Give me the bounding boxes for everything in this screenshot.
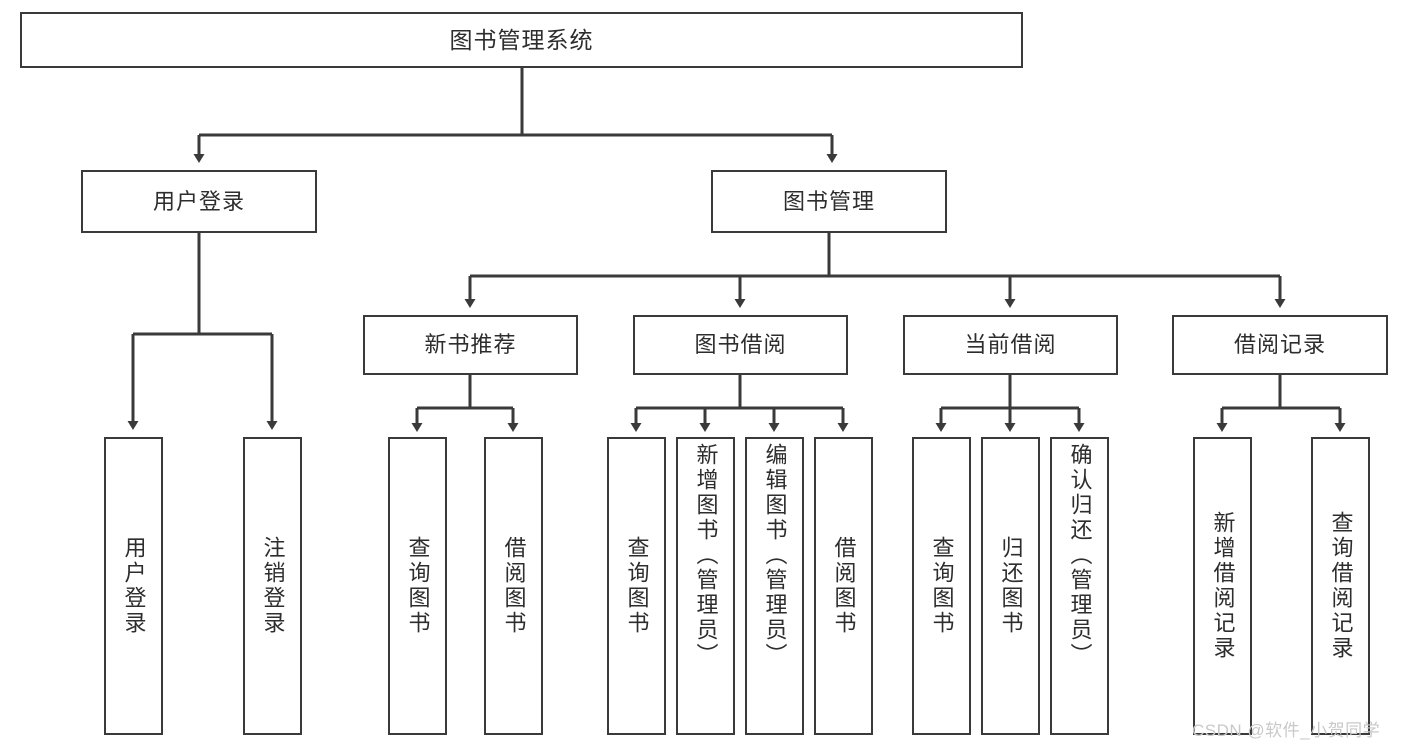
node-label: 注销登录 <box>260 536 286 636</box>
node-label: 编辑图书（管理员） <box>762 443 788 668</box>
leaf-query-book-borrow[interactable]: 查询图书 <box>607 437 666 735</box>
node-label: 新增图书（管理员） <box>693 443 719 668</box>
node-label: 确认归还（管理员） <box>1067 443 1093 668</box>
node-book-management[interactable]: 图书管理 <box>711 170 947 233</box>
leaf-user-login[interactable]: 用户登录 <box>104 437 163 735</box>
watermark: CSDN @软件_小贺同学 <box>1192 721 1381 740</box>
node-root-system[interactable]: 图书管理系统 <box>20 12 1023 68</box>
node-label: 借阅图书 <box>501 536 527 636</box>
leaf-query-book-current[interactable]: 查询图书 <box>912 437 971 735</box>
node-current-borrow[interactable]: 当前借阅 <box>903 315 1118 375</box>
node-label: 图书管理系统 <box>449 26 594 53</box>
leaf-add-book-admin[interactable]: 新增图书（管理员） <box>676 437 735 735</box>
leaf-borrow-book[interactable]: 借阅图书 <box>814 437 873 735</box>
node-borrow-record[interactable]: 借阅记录 <box>1172 315 1388 375</box>
node-user-login[interactable]: 用户登录 <box>81 170 317 233</box>
node-label: 查询图书 <box>405 536 431 636</box>
node-label: 借阅记录 <box>1233 332 1326 357</box>
node-label: 查询图书 <box>929 536 955 636</box>
node-label: 查询借阅记录 <box>1328 511 1354 661</box>
leaf-borrow-book-newbook[interactable]: 借阅图书 <box>484 437 543 735</box>
leaf-return-book[interactable]: 归还图书 <box>981 437 1040 735</box>
node-label: 用户登录 <box>121 536 147 636</box>
leaf-query-borrow-record[interactable]: 查询借阅记录 <box>1311 437 1370 735</box>
node-label: 用户登录 <box>152 188 245 214</box>
node-label: 新增借阅记录 <box>1210 511 1236 661</box>
leaf-add-borrow-record[interactable]: 新增借阅记录 <box>1193 437 1252 735</box>
node-label: 归还图书 <box>998 536 1024 636</box>
node-label: 查询图书 <box>624 536 650 636</box>
node-label: 新书推荐 <box>424 332 517 357</box>
leaf-edit-book-admin[interactable]: 编辑图书（管理员） <box>745 437 804 735</box>
node-book-borrow[interactable]: 图书借阅 <box>633 315 848 375</box>
leaf-confirm-return-admin[interactable]: 确认归还（管理员） <box>1050 437 1109 735</box>
node-label: 当前借阅 <box>964 332 1057 357</box>
node-new-book-recommend[interactable]: 新书推荐 <box>363 315 578 375</box>
node-label: 借阅图书 <box>831 536 857 636</box>
leaf-logout[interactable]: 注销登录 <box>243 437 302 735</box>
node-label: 图书借阅 <box>694 332 787 357</box>
node-label: 图书管理 <box>782 188 875 214</box>
leaf-query-book-newbook[interactable]: 查询图书 <box>388 437 447 735</box>
